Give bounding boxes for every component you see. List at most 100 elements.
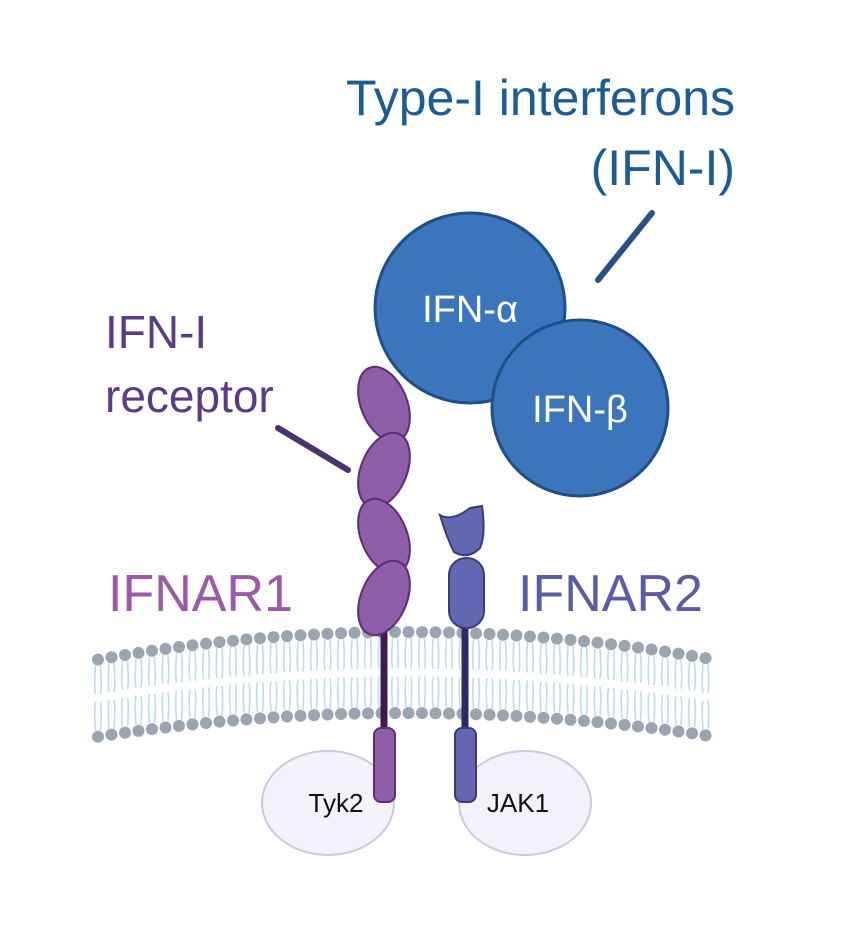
lipid-tail [329, 678, 332, 709]
lipid-head [335, 627, 347, 640]
lipid-head [186, 718, 199, 731]
lipid-tail [498, 678, 502, 710]
lipid-tail [687, 698, 691, 728]
lipid-head [645, 722, 658, 735]
lipid-tail [558, 644, 562, 675]
lipid-head [659, 723, 671, 736]
lipid-tail [377, 676, 380, 708]
lipid-head [699, 729, 712, 742]
lipid-head [132, 646, 145, 659]
lipid-head [119, 726, 131, 739]
lipid-tail [633, 653, 637, 684]
ifnar1-label: IFNAR1 [108, 565, 293, 623]
lipid-tail [99, 702, 103, 731]
lipid-tail [207, 687, 211, 718]
lipid-tail [585, 684, 589, 715]
lipid-tail [396, 676, 400, 708]
ligand-title-line2: (IFN-I) [591, 140, 735, 196]
lipid-tail [174, 690, 178, 720]
lipid-tail [275, 681, 278, 712]
lipid-tail [693, 698, 697, 728]
receptor-leader-line [275, 425, 351, 473]
lipid-tail [309, 640, 313, 671]
lipid-head [497, 709, 509, 722]
lipid-tail [458, 638, 461, 670]
lipid-tail [620, 689, 623, 719]
lipid-tail [558, 682, 562, 713]
lipid-tail [674, 696, 677, 726]
lipid-tail [336, 639, 340, 670]
lipid-tail [228, 684, 232, 715]
lipid-tail [356, 677, 359, 708]
lipid-tail [572, 683, 575, 714]
ifn-alpha-label: IFN-α [422, 289, 518, 331]
lipid-tail [342, 677, 346, 709]
ifnar2-label: IFNAR2 [518, 565, 703, 623]
lipid-tail [450, 676, 454, 708]
lipid-tail [255, 644, 259, 675]
lipid-tail [593, 686, 596, 717]
lipid-tail [660, 657, 664, 687]
lipid-tail [593, 648, 596, 679]
lipid-tail [458, 677, 461, 708]
lipid-tail [269, 643, 272, 674]
lipid-tail [531, 680, 535, 711]
lipid-head [632, 641, 644, 654]
lipid-head [470, 627, 482, 640]
lipid-head [213, 636, 226, 649]
lipid-tail [579, 684, 583, 715]
ifnar1-intracellular-domain [373, 727, 396, 803]
lipid-head [416, 707, 428, 720]
lipid-tail [572, 645, 575, 676]
lipid-head [470, 708, 482, 721]
lipid-tail [423, 676, 427, 708]
lipid-head [483, 708, 496, 721]
lipid-tail [234, 684, 238, 715]
lipid-head [186, 639, 199, 652]
lipid-tail [167, 692, 170, 722]
lipid-tail [282, 642, 286, 673]
lipid-head [618, 718, 631, 731]
lipid-head [524, 710, 536, 723]
tyk2-kinase [261, 750, 395, 856]
lipid-tail [363, 638, 367, 670]
lipid-head [281, 710, 293, 723]
lipid-tail [545, 643, 548, 674]
lipid-tail [491, 678, 494, 709]
ifnar2-domain-bottom [448, 557, 485, 629]
lipid-head [105, 651, 118, 664]
lipid-tail [261, 644, 265, 675]
lipid-head [240, 713, 253, 726]
receptor-label-line2: receptor [105, 370, 274, 422]
lipid-tail [653, 655, 656, 685]
tyk2-label: Tyk2 [309, 788, 364, 818]
lipid-tail [93, 702, 97, 731]
lipid-tail [153, 656, 157, 687]
lipid-tail [701, 700, 704, 730]
lipid-tail [707, 664, 710, 693]
lipid-tail [113, 699, 116, 729]
lipid-tail [404, 676, 407, 708]
lipid-tail [545, 681, 548, 712]
lipid-head [632, 720, 644, 733]
lipid-tail [431, 638, 434, 669]
lipid-tail [606, 687, 610, 718]
lipid-tail [248, 645, 251, 676]
lipid-head [227, 634, 239, 647]
lipid-tail [302, 679, 305, 710]
lipid-tail [404, 637, 407, 669]
lipid-tail [315, 640, 319, 671]
lipid-tail [242, 645, 245, 676]
ifnar2-domain-top [438, 504, 485, 557]
lipid-tail [477, 639, 481, 670]
lipid-tail [626, 689, 629, 719]
lipid-head [348, 707, 361, 720]
lipid-tail [633, 690, 637, 721]
lipid-head [524, 630, 536, 643]
lipid-tail [234, 646, 238, 677]
lipid-tail [701, 664, 704, 693]
lipid-tail [120, 697, 124, 727]
lipid-head [348, 626, 361, 639]
lipid-head [686, 649, 698, 662]
lipid-tail [377, 638, 380, 669]
